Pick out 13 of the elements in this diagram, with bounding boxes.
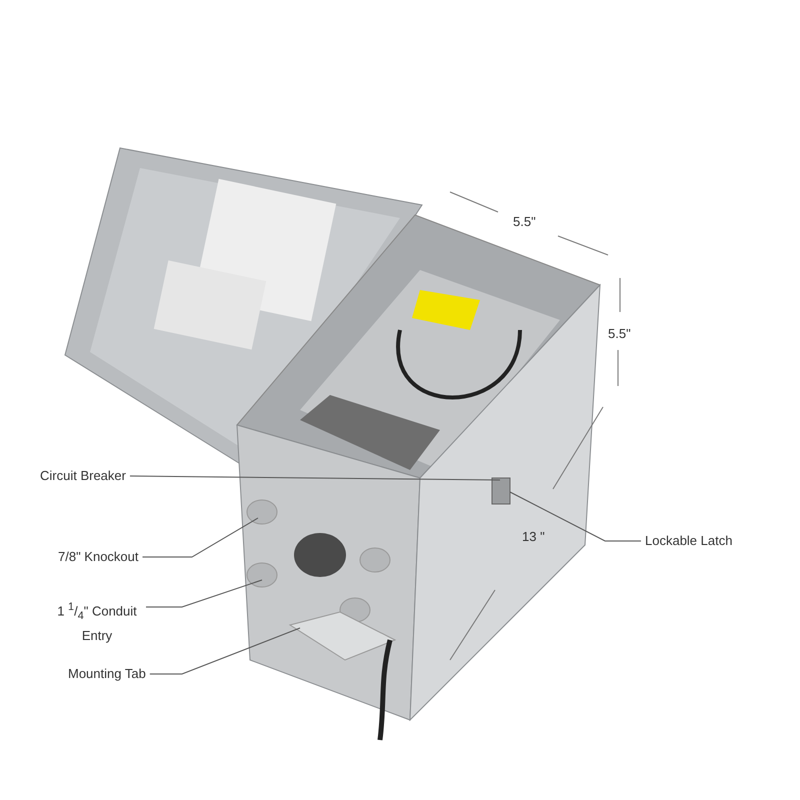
callout-label: 1 $^{1}$/$_{4}$" Conduit Entry (52, 597, 142, 646)
callout-label: Lockable Latch (645, 531, 732, 551)
leader-line (149, 628, 300, 674)
dimension-label: 5.5" (513, 213, 536, 231)
dimension-label: 13 " (522, 528, 545, 546)
callout-label: Circuit Breaker (40, 466, 126, 486)
callout-label: 7/8" Knockout (58, 547, 139, 567)
leader-line (510, 492, 642, 542)
dimension-label: 5.5" (608, 325, 631, 343)
leader-line (146, 580, 262, 608)
leader-line (142, 518, 258, 558)
callout-label: Mounting Tab (68, 664, 146, 684)
leader-line (129, 476, 500, 480)
